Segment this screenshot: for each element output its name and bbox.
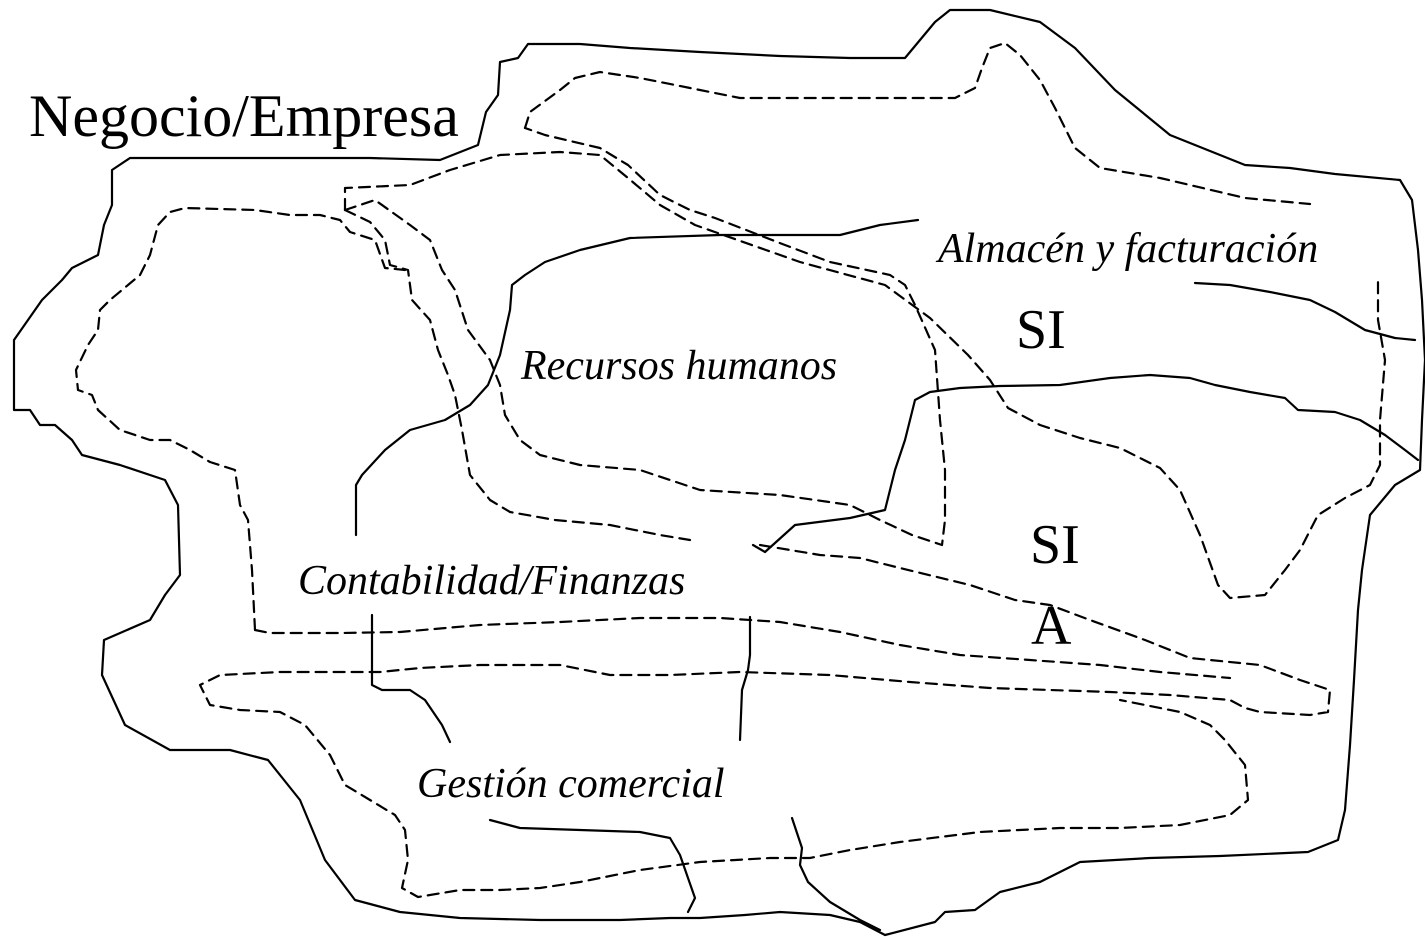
contabilidad-si-region	[198, 208, 1332, 899]
central-divider	[751, 373, 1420, 554]
almacen-divider-right	[1193, 281, 1417, 342]
rrhh-si-region	[343, 126, 947, 547]
comercial-divider-right	[738, 615, 752, 742]
contabilidad-left-loop	[74, 206, 407, 632]
contabilidad-area-label: Contabilidad/Finanzas	[298, 558, 686, 604]
comercial-divider-bottom	[488, 818, 697, 914]
almacen-si-region	[523, 41, 1312, 206]
sia-label-line1: SI	[1030, 514, 1080, 576]
enterprise-label: Negocio/Empresa	[29, 83, 459, 149]
comercial-area-label: Gestión comercial	[417, 761, 725, 807]
enterprise-boundary	[12, 8, 1425, 937]
almacen-area-label: Almacén y facturación	[938, 226, 1319, 272]
almacen-divider-top	[354, 218, 920, 537]
comercial-divider-left	[370, 613, 452, 744]
comercial-divider-tail	[790, 816, 882, 932]
rrhh-area-label: Recursos humanos	[521, 343, 838, 389]
si-label-top: SI	[1016, 299, 1066, 361]
sia-band-region	[343, 150, 1387, 600]
contabilidad-bottom-band	[253, 616, 1232, 680]
sia-label-line2: A	[1031, 595, 1072, 657]
